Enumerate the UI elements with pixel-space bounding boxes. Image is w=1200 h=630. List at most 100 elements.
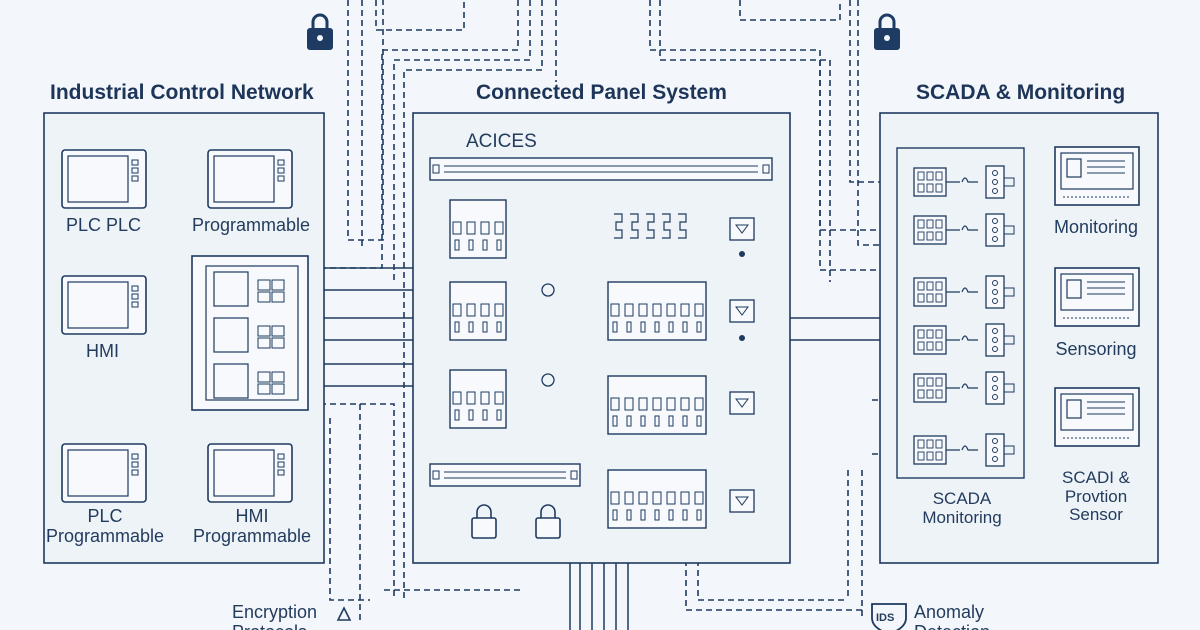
junction-dot — [739, 251, 745, 257]
dashed-link — [697, 560, 848, 601]
scada-io-slot — [926, 281, 934, 291]
breaker-group-1-pole — [452, 221, 462, 235]
breaker-group-5-pole — [610, 397, 620, 411]
breaker-group-2-pole — [468, 321, 474, 333]
sensoring-screen-screen — [1060, 273, 1134, 311]
scadi-screen-screen — [1060, 393, 1134, 431]
scada-io-slot — [917, 377, 925, 387]
bottom-din-rail-end — [570, 470, 578, 480]
ids-badge-text: IDS — [876, 612, 895, 624]
scada-io-slot — [926, 341, 934, 351]
scada-io-slot — [935, 329, 943, 339]
scada-subpanel — [896, 147, 1025, 479]
hmi-monitor-button — [131, 293, 139, 300]
scada-terminal-screw — [992, 280, 998, 286]
programmable-monitor-screen — [213, 155, 275, 203]
bottom-din-rail-end — [432, 470, 440, 480]
scada-link — [946, 225, 978, 231]
controller-port — [271, 383, 285, 395]
scada-io-slot — [935, 281, 943, 291]
breaker-group-1-pole — [466, 221, 476, 235]
scada-io-module — [913, 215, 947, 245]
sensoring-label: Sensoring — [1055, 339, 1137, 359]
relay-contact — [678, 213, 687, 239]
breaker-group-2-pole — [466, 303, 476, 317]
scada-connector — [1003, 177, 1015, 187]
breaker-group-5-pole — [612, 415, 618, 427]
breaker-group-1-pole — [482, 239, 488, 251]
scada-terminal-screw — [992, 394, 998, 400]
breaker-group-6-pole — [680, 491, 690, 505]
scada-io-slot — [917, 341, 925, 351]
breaker-group-6-pole — [610, 491, 620, 505]
shield-icon — [871, 603, 907, 630]
breaker-group-1-pole — [480, 221, 490, 235]
controller-slot — [213, 363, 249, 399]
breaker-group-3-pole — [452, 391, 462, 405]
scada-io-slot — [917, 439, 925, 449]
dashed-link — [393, 0, 531, 280]
controller-port — [257, 291, 271, 303]
scada-terminal-screw — [992, 447, 998, 453]
breaker-group-5-pole — [694, 397, 704, 411]
plc-programmable-monitor-button — [131, 469, 139, 476]
controller-port — [271, 337, 285, 349]
breaker-group-6-pole — [654, 509, 660, 521]
controller-frame — [205, 265, 299, 401]
warning-triangle-icon — [336, 606, 352, 621]
scada-io-slot — [917, 329, 925, 339]
breaker-group-2-pole — [480, 303, 490, 317]
monitoring-screen-widget — [1066, 158, 1082, 178]
scada-terminal-screw — [992, 170, 998, 176]
plc-monitor-button — [131, 167, 139, 174]
breaker-group-6-pole — [626, 509, 632, 521]
right-section-title: SCADA & Monitoring — [916, 81, 1126, 104]
controller-port — [271, 291, 285, 303]
scada-connector — [1003, 335, 1015, 345]
breaker-group-1-pole — [496, 239, 502, 251]
controller-slot — [213, 317, 249, 353]
breaker-group-2-pole — [494, 303, 504, 317]
breaker-group-3-pole — [480, 391, 490, 405]
breaker-group-4-pole — [626, 321, 632, 333]
scada-link — [946, 287, 978, 293]
breaker-group-4-pole — [640, 321, 646, 333]
scada-io-slot — [926, 389, 934, 399]
breaker-group-5-pole — [680, 397, 690, 411]
breaker-group-6 — [607, 469, 707, 529]
scada-terminal-screw — [992, 385, 998, 391]
scada-terminal-screw — [992, 328, 998, 334]
lock-icon-keyhole — [884, 35, 890, 41]
scada-io-module — [913, 373, 947, 403]
breaker-group-3-pole — [496, 409, 502, 421]
scada-io-slot — [935, 341, 943, 351]
encryption-label: Encryption Protocols — [232, 602, 318, 630]
hmi-monitor-screen — [67, 281, 129, 329]
scada-connector — [1003, 225, 1015, 235]
dashed-link — [819, 60, 885, 231]
hmi-programmable-label: HMI Programmable — [192, 506, 312, 546]
breaker-group-4-pole — [694, 303, 704, 317]
hmi-programmable-monitor-button — [277, 453, 285, 460]
breaker-group-5-pole — [626, 415, 632, 427]
scada-io-slot — [926, 183, 934, 193]
scada-connector — [1003, 445, 1015, 455]
programmable-monitor-button — [277, 159, 285, 166]
scada-io-slot — [926, 329, 934, 339]
top-din-rail-end — [432, 164, 440, 174]
scada-io-slot — [926, 439, 934, 449]
relay-module — [729, 217, 755, 241]
hmi-programmable-monitor-button — [277, 469, 285, 476]
top-din-rail — [429, 157, 773, 181]
breaker-group-6-pole — [668, 509, 674, 521]
scada-link — [946, 445, 978, 451]
padlock-icon — [471, 517, 497, 539]
scada-connector — [1003, 287, 1015, 297]
breaker-group-5-pole — [624, 397, 634, 411]
scada-io-slot — [935, 171, 943, 181]
breaker-group-5-pole — [638, 397, 648, 411]
scada-io-slot — [935, 231, 943, 241]
scada-link — [946, 335, 978, 341]
